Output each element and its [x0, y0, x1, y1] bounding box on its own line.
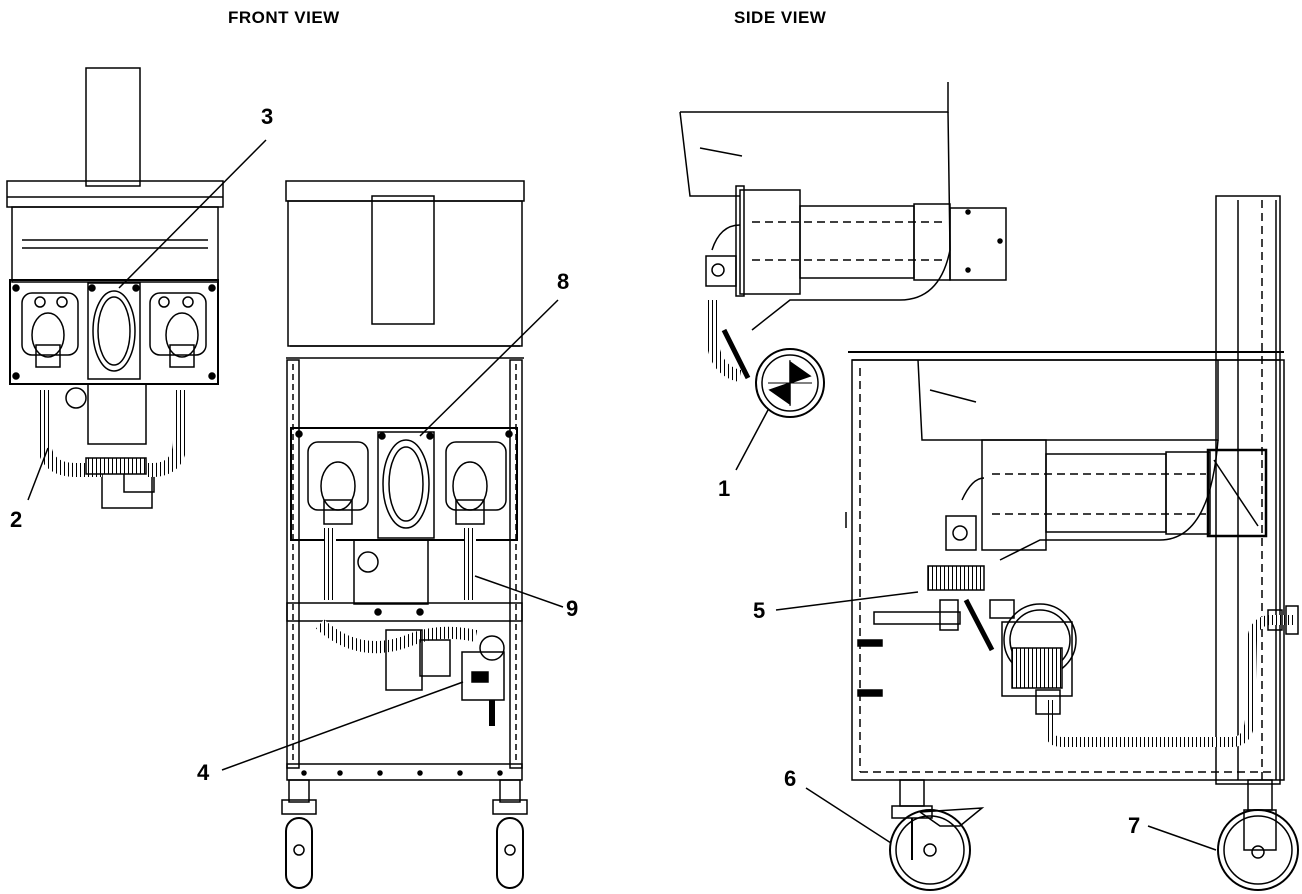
callout-7: 7 [1128, 813, 1141, 838]
leader-line-5 [775, 591, 919, 611]
callout-1: 1 [718, 476, 731, 501]
leader-line-8 [419, 299, 559, 437]
leader-line-9 [474, 575, 564, 608]
side-exploded-assembly [679, 82, 1007, 418]
callout-5: 5 [753, 598, 766, 623]
callout-6: 6 [784, 766, 797, 791]
leader-line-1 [735, 409, 769, 471]
callout-2: 2 [10, 507, 23, 532]
side-cabinet [845, 195, 1299, 891]
callout-8: 8 [557, 269, 570, 294]
side-view-title: SIDE VIEW [734, 8, 827, 27]
leader-line-2 [27, 447, 49, 501]
callout-4: 4 [197, 760, 210, 785]
leader-lines [27, 139, 1217, 851]
callout-3: 3 [261, 104, 274, 129]
leader-line-4 [221, 681, 464, 771]
leader-line-6 [805, 787, 892, 844]
front-cabinet [281, 180, 528, 889]
callout-9: 9 [566, 596, 579, 621]
leader-line-7 [1147, 825, 1217, 851]
front-exploded-assembly [6, 67, 224, 509]
leader-line-3 [118, 139, 267, 289]
front-view-title: FRONT VIEW [228, 8, 340, 27]
